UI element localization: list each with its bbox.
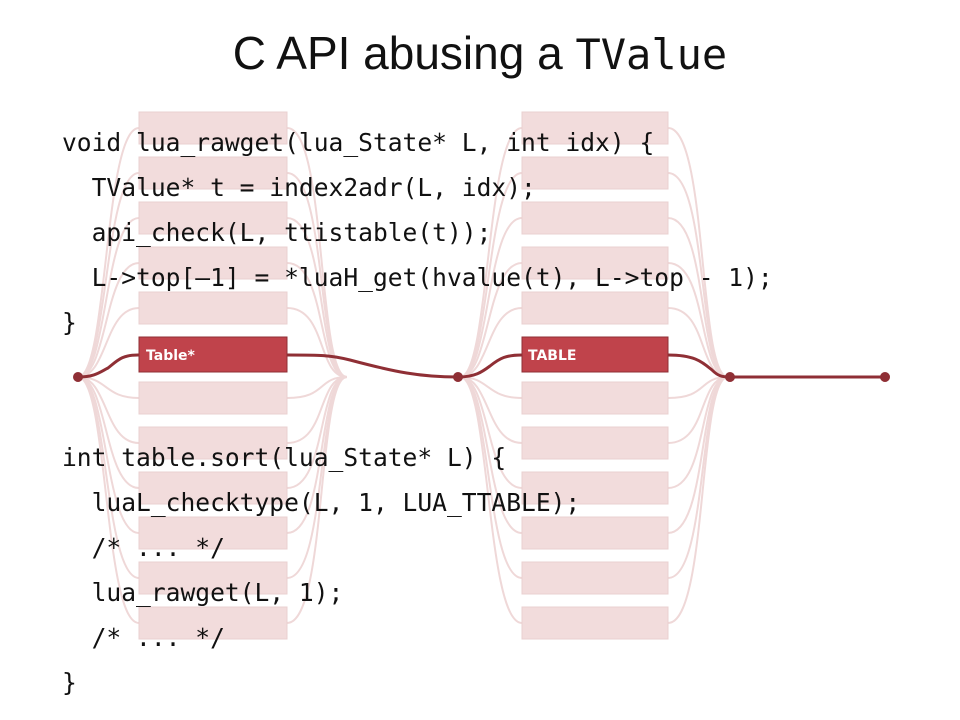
faded-connector — [286, 376, 348, 399]
faded-connector — [286, 217, 348, 378]
faded-connector — [286, 172, 348, 378]
faded-connector — [77, 127, 140, 378]
code-line: /* ... */ — [62, 623, 225, 652]
faded-type-box — [138, 426, 288, 460]
table-pointer-label: Table* — [146, 348, 196, 364]
faded-connector — [77, 217, 140, 378]
faded-type-box — [521, 516, 669, 550]
faded-connector — [77, 172, 140, 378]
code-line: void lua_rawget(lua_State* L, int idx) { — [62, 128, 655, 157]
faded-boxes — [138, 111, 669, 640]
faded-connector — [667, 262, 729, 378]
faded-type-box — [521, 246, 669, 280]
faded-type-box — [521, 426, 669, 460]
table-type-label: TABLE — [528, 348, 576, 364]
faded-type-box — [521, 156, 669, 190]
faded-connector — [667, 217, 729, 378]
code-listing: void lua_rawget(lua_State* L, int idx) {… — [62, 120, 773, 705]
start-node — [73, 372, 83, 382]
faded-connector — [459, 376, 523, 624]
faded-type-box — [138, 516, 288, 550]
faded-connector — [286, 307, 348, 378]
faded-type-box — [521, 381, 669, 415]
code-line: } — [62, 668, 77, 697]
faded-type-box — [138, 471, 288, 505]
title-prefix: C API abusing a — [232, 27, 576, 79]
faded-connector — [667, 376, 729, 624]
faded-type-box — [138, 381, 288, 415]
faded-type-box — [138, 291, 288, 325]
slide-title: C API abusing a TValue — [0, 28, 960, 79]
middle-node — [453, 372, 463, 382]
table-type-box — [521, 336, 669, 373]
code-line: L->top[–1] = *luaH_get(hvalue(t), L->top… — [62, 263, 773, 292]
faded-connector — [77, 376, 140, 624]
title-code: TValue — [575, 30, 728, 79]
faded-type-box — [138, 246, 288, 280]
faded-type-box — [138, 606, 288, 640]
faded-type-box — [521, 111, 669, 145]
faded-type-box — [521, 471, 669, 505]
faded-connector — [667, 376, 729, 399]
faded-connector — [459, 172, 523, 378]
code-line: /* ... */ — [62, 533, 225, 562]
code-line: api_check(L, ttistable(t)); — [62, 218, 492, 247]
faded-type-box — [521, 606, 669, 640]
faded-type-box — [138, 111, 288, 145]
end-node — [880, 372, 890, 382]
main-path: Table* TABLE — [73, 336, 890, 382]
faded-connector — [459, 262, 523, 378]
faded-connector — [459, 307, 523, 378]
faded-connector — [667, 172, 729, 378]
faded-type-box — [521, 291, 669, 325]
code-line: int table.sort(lua_State* L) { — [62, 443, 507, 472]
faded-connector — [286, 262, 348, 378]
code-gap — [62, 345, 773, 435]
faded-connector — [459, 127, 523, 378]
table-pointer-box — [138, 336, 288, 373]
code-line: luaL_checktype(L, 1, LUA_TTABLE); — [62, 488, 581, 517]
faded-connector — [459, 217, 523, 378]
faded-type-box — [521, 561, 669, 595]
faded-connector — [77, 307, 140, 378]
faded-type-box — [138, 201, 288, 235]
right-node — [725, 372, 735, 382]
faded-type-box — [521, 201, 669, 235]
faded-type-box — [138, 561, 288, 595]
code-line: lua_rawget(L, 1); — [62, 578, 344, 607]
faded-connector — [77, 262, 140, 378]
faded-type-box — [138, 156, 288, 190]
code-line: } — [62, 308, 77, 337]
code-line: TValue* t = index2adr(L, idx); — [62, 173, 536, 202]
faded-curves — [77, 127, 729, 624]
faded-connector — [286, 376, 348, 624]
